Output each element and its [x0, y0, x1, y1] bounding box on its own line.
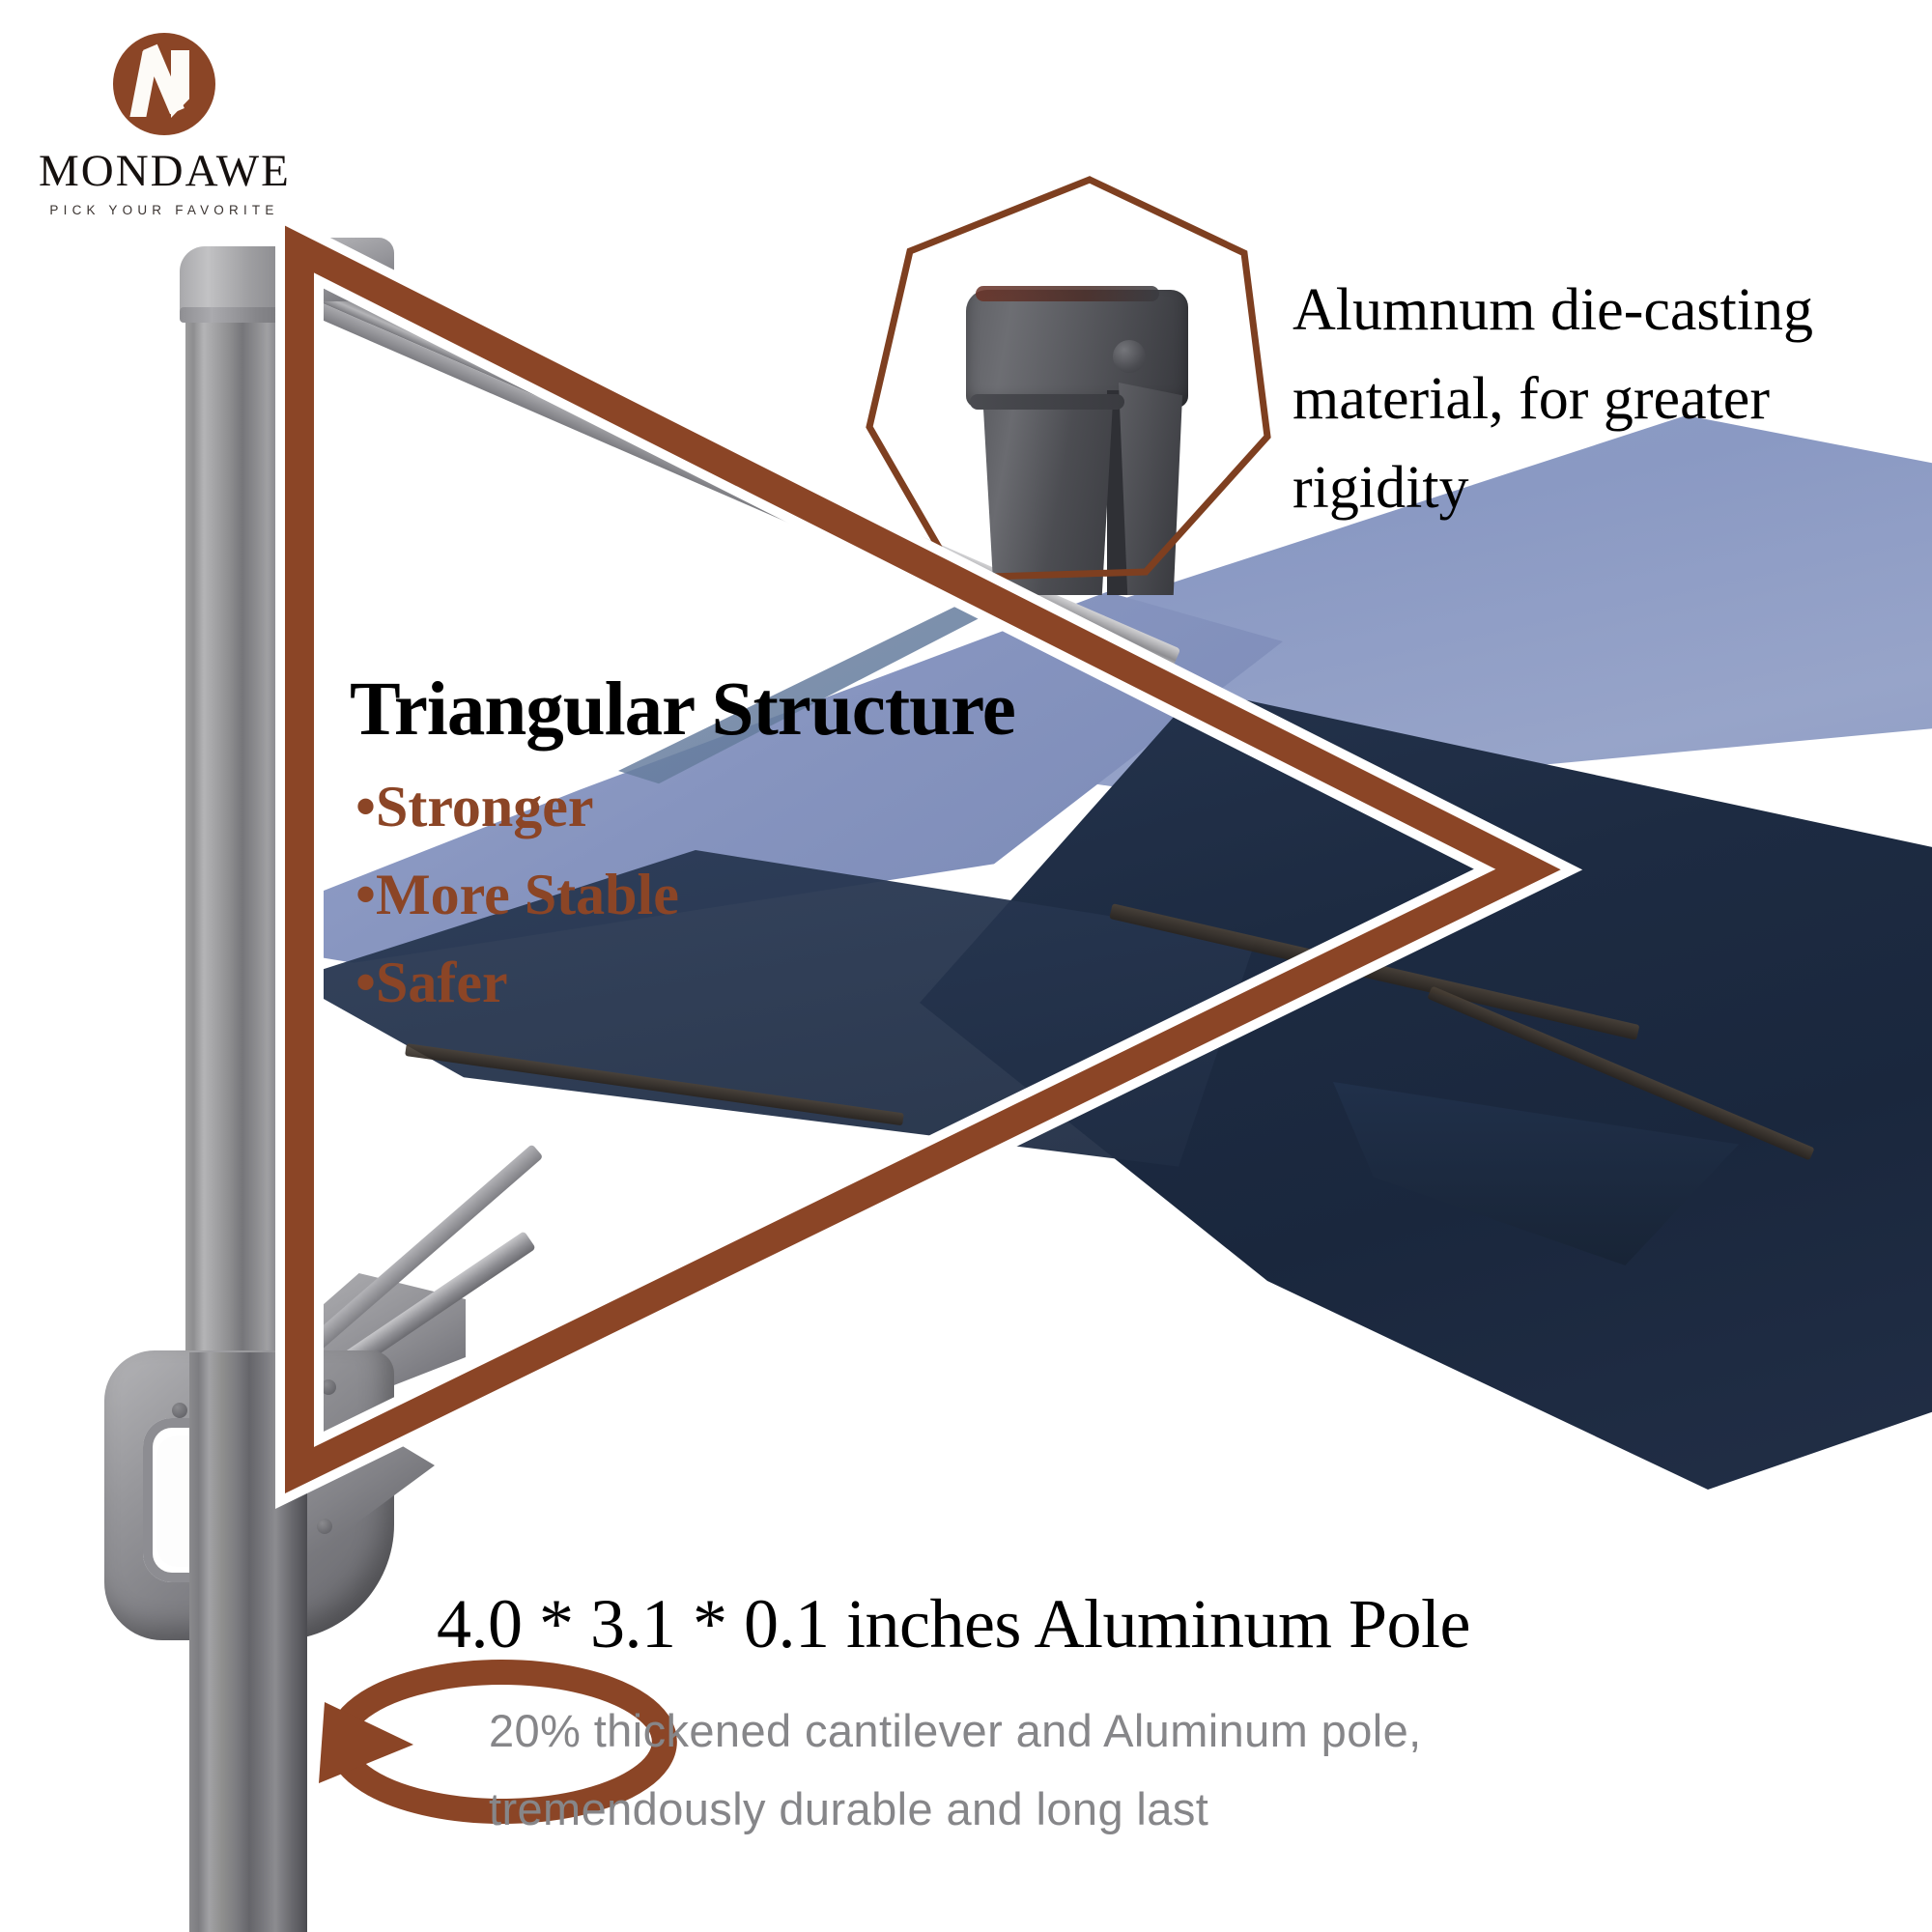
pole-spec-heading: 4.0 * 3.1 * 0.1 inches Aluminum Pole	[437, 1585, 1470, 1662]
pole-cap-ring	[180, 307, 307, 323]
arm-hinge-block	[278, 238, 394, 301]
die-cast-collar	[970, 394, 1124, 410]
die-casting-line-3: rigidity	[1293, 454, 1469, 521]
screw-icon	[172, 1403, 187, 1418]
die-cast-leg-left	[982, 402, 1113, 595]
bullet-safer: •Safer	[355, 951, 508, 1015]
die-cast-cap-trim	[976, 286, 1159, 301]
brand-tagline: PICK YOUR FAVORITE	[49, 203, 279, 217]
pole-spec-line-2: tremendously durable and long last	[489, 1782, 1209, 1834]
bullet-stronger: •Stronger	[355, 775, 594, 838]
aluminum-pole-lower	[189, 1352, 307, 1932]
brand-name: MONDAWE	[39, 146, 291, 196]
die-casting-line-2: material, for greater	[1293, 365, 1770, 432]
hinge-bolt-icon	[307, 259, 332, 284]
die-casting-joint-closeup-photo	[966, 286, 1188, 595]
screw-icon	[317, 1519, 332, 1534]
monogram-stroke-right	[171, 50, 189, 118]
mondawe-m-monogram-icon	[113, 33, 215, 135]
triangular-structure-heading: Triangular Structure	[350, 668, 1016, 752]
die-cast-leg-right	[1119, 383, 1182, 595]
die-casting-callout-text: Alumnum die-casting material, for greate…	[1293, 267, 1911, 532]
pole-spec-line-1: 20% thickened cantilever and Aluminum po…	[489, 1705, 1422, 1756]
brand-logo: MONDAWE PICK YOUR FAVORITE	[39, 33, 290, 217]
triangular-structure-bullets: •Stronger •More Stable •Safer	[355, 763, 935, 1028]
die-cast-bolt-icon	[1113, 340, 1146, 373]
bullet-more-stable: •More Stable	[355, 863, 679, 927]
die-casting-line-1: Alumnum die-casting	[1293, 277, 1813, 343]
pole-spec-description: 20% thickened cantilever and Aluminum po…	[489, 1692, 1648, 1849]
screw-icon	[321, 1379, 336, 1395]
aluminum-pole-upper	[185, 280, 299, 1372]
